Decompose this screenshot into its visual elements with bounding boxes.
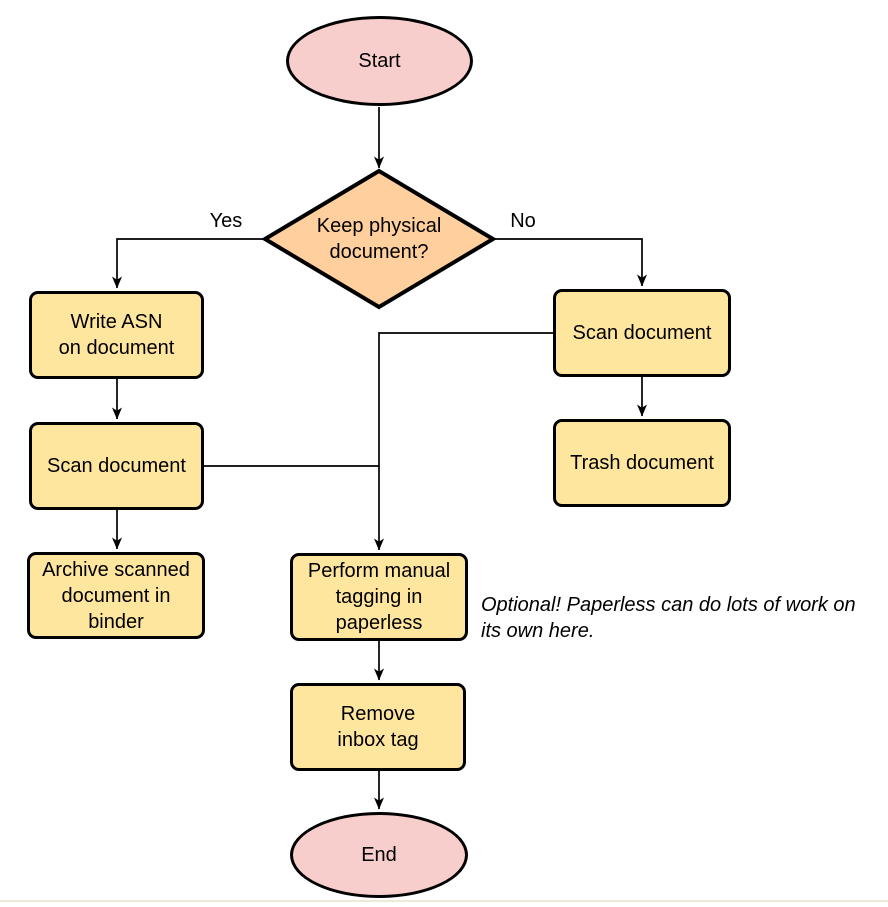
edge-scan-right-tagging xyxy=(374,332,553,551)
node-label: Scan document xyxy=(572,322,712,344)
node-label: Scan document xyxy=(47,455,186,477)
edge-label-yes: Yes xyxy=(209,210,243,232)
node-label: Start xyxy=(358,50,401,72)
edge-label-no: No xyxy=(510,210,536,232)
node-label: Archive scanned document in binder xyxy=(42,558,190,633)
node-manual-tagging: Perform manual tagging in paperless xyxy=(290,553,468,641)
node-end: End xyxy=(290,812,468,898)
node-scan-document-right: Scan document xyxy=(553,289,731,377)
node-label: Remove inbox tag xyxy=(337,703,419,751)
node-label: End xyxy=(361,844,397,866)
node-trash-document: Trash document xyxy=(553,419,731,507)
edge-decision-scan-right-no xyxy=(493,238,647,287)
node-label: Perform manual tagging in paperless xyxy=(307,560,451,634)
node-decision-label: Keep physical document? xyxy=(316,215,442,263)
node-start: Start xyxy=(286,16,473,106)
node-scan-document-left: Scan document xyxy=(29,422,204,510)
node-archive-in-binder: Archive scanned document in binder xyxy=(27,552,205,639)
decision-diamond-shape xyxy=(261,168,497,310)
node-write-asn: Write ASN on document xyxy=(29,291,204,379)
edge-decision-write-asn-yes xyxy=(112,238,265,289)
node-label: Write ASN on document xyxy=(58,311,175,359)
node-remove-inbox-tag: Remove inbox tag xyxy=(290,683,466,771)
annotation-note: Optional! Paperless can do lots of work … xyxy=(481,594,856,642)
canvas-bottom-edge xyxy=(0,900,888,902)
node-label: Trash document xyxy=(570,452,714,474)
